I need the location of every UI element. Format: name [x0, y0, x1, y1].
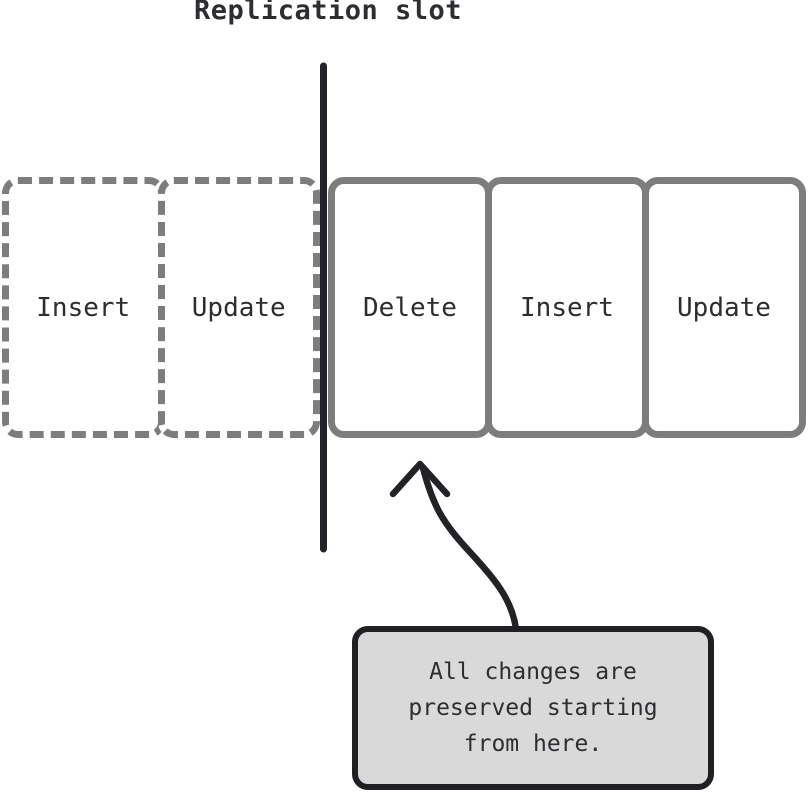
diagram-title: Replication slot: [193, 0, 463, 26]
event-box-delete: Delete: [328, 177, 492, 438]
event-box-update: Update: [642, 177, 806, 438]
event-box-insert: Insert: [485, 177, 649, 438]
arrow-shaft: [419, 464, 520, 633]
event-box-label: Delete: [363, 292, 457, 323]
arrowhead-icon: [389, 460, 451, 498]
callout-line: from here.: [463, 731, 603, 757]
callout-line: All changes are: [429, 659, 637, 685]
events-before-slot-group: Insert Update: [2, 177, 320, 438]
event-box-label: Insert: [520, 292, 614, 323]
event-box-label: Insert: [36, 292, 131, 323]
event-box-label: Update: [677, 292, 771, 323]
callout-note: All changes are preserved starting from …: [352, 626, 714, 790]
events-after-slot-group: Delete Insert Update: [328, 177, 806, 438]
event-box-update-dashed: Update: [157, 177, 320, 438]
callout-line: preserved starting: [408, 695, 658, 721]
event-box-label: Update: [191, 292, 286, 323]
event-box-insert-dashed: Insert: [2, 177, 165, 438]
